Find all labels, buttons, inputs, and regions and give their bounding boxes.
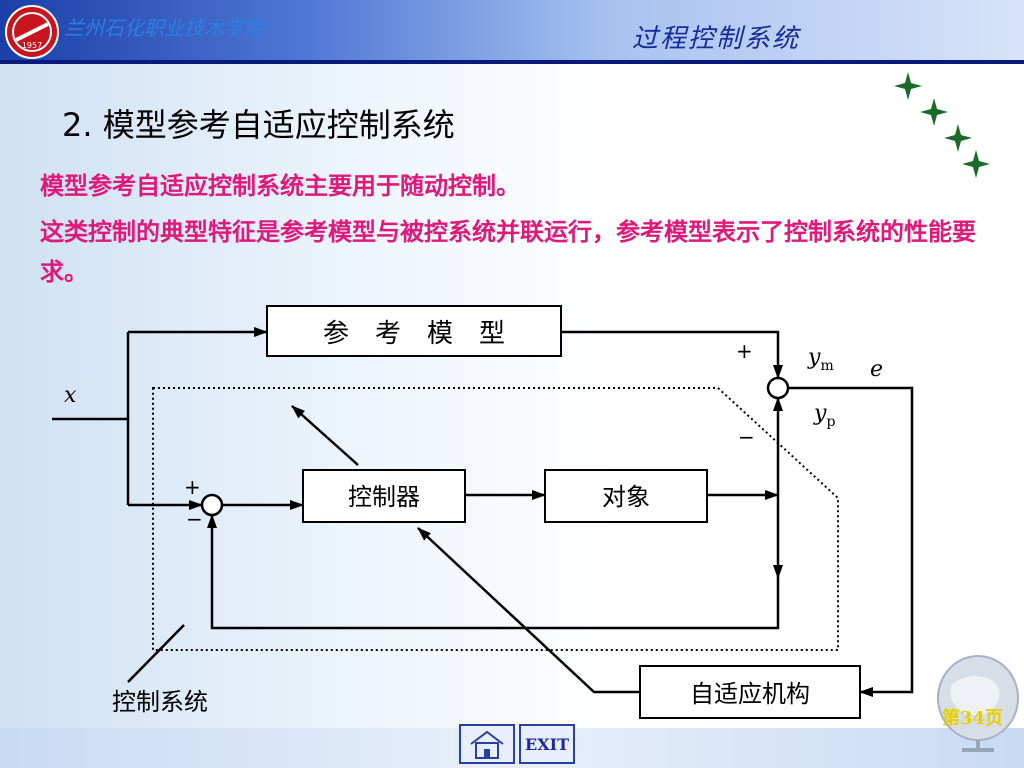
page-title: 2. 模型参考自适应控制系统 <box>62 106 455 144</box>
plant-label: 对象 <box>602 483 650 511</box>
home-icon <box>470 730 504 759</box>
input-label: x <box>64 383 77 408</box>
adaptation-arrow <box>291 405 359 466</box>
adaptive-label: 自适应机构 <box>690 680 810 708</box>
controller-block <box>302 469 466 523</box>
course-title: 过程控制系统 <box>632 24 801 54</box>
ym-label: ym <box>807 345 834 374</box>
controller-label: 控制器 <box>348 483 420 511</box>
feedback-loop <box>207 514 780 630</box>
ref-model-label: 参 考 模 型 <box>323 319 505 349</box>
error-path <box>788 386 914 697</box>
adaptive-to-controller <box>417 527 640 694</box>
plus-input: + <box>184 475 201 499</box>
error-label: e <box>870 357 883 382</box>
school-logo: 1957 <box>5 5 59 59</box>
globe-icon <box>937 655 1019 752</box>
minus-feedback: − <box>186 507 203 531</box>
school-name: 兰州石化职业技术学院 <box>64 16 264 40</box>
comparator-output <box>766 376 790 400</box>
ref-model-output <box>561 330 783 379</box>
yp-label: yp <box>813 401 835 430</box>
control-system-boundary <box>152 387 839 651</box>
star-icon <box>894 72 990 178</box>
plus-ref: + <box>736 339 753 363</box>
control-system-label: 控制系统 <box>112 688 208 716</box>
plant-block <box>544 469 708 523</box>
home-button[interactable] <box>459 724 515 764</box>
intro-paragraph: 模型参考自适应控制系统主要用于随动控制。 <box>40 171 520 200</box>
feature-paragraph: 这类控制的典型特征是参考模型与被控系统并联运行，参考模型表示了控制系统的性能要求… <box>40 217 976 286</box>
page-number: 第34页 <box>942 708 1004 729</box>
minus-plant: − <box>738 425 755 449</box>
header-bar <box>0 0 1024 64</box>
comparator-input <box>200 493 224 517</box>
exit-button[interactable]: EXIT <box>519 724 575 764</box>
ref-model-block <box>266 305 562 357</box>
control-system-pointer <box>127 624 185 683</box>
logo-year: 1957 <box>22 41 42 50</box>
header-divider <box>0 60 1024 64</box>
